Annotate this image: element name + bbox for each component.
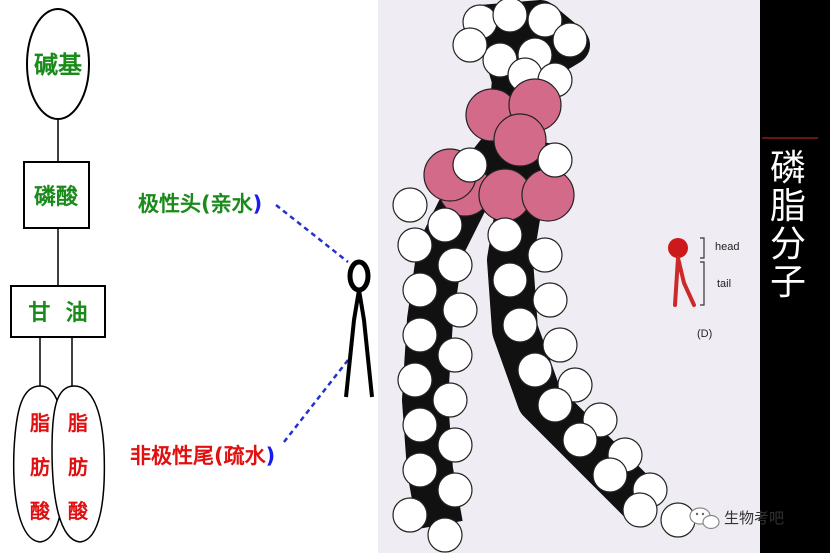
right-tail-atom-9 bbox=[537, 387, 573, 423]
phosphate-label: 磷酸 bbox=[34, 185, 79, 210]
inset-tail-label: tail bbox=[717, 278, 731, 290]
stick-figure-icon bbox=[344, 259, 374, 398]
side-title-bar bbox=[760, 0, 830, 553]
right-tail-atom-6 bbox=[542, 327, 578, 363]
side-title-char-3: 分 bbox=[770, 224, 806, 265]
fatty-acid-2-node bbox=[51, 385, 106, 543]
polar-head-label: 极性头(亲水) bbox=[138, 192, 262, 216]
left-tail-atom-2 bbox=[427, 207, 463, 243]
left-tail-atom-14 bbox=[437, 472, 473, 508]
left-tail-atom-7 bbox=[402, 317, 438, 353]
inset-caption: (D) bbox=[697, 328, 712, 340]
left-tail-atom-1 bbox=[392, 187, 428, 223]
base-node bbox=[26, 8, 90, 120]
left-tail-atom-13 bbox=[402, 452, 438, 488]
left-tail-atom-10 bbox=[432, 382, 468, 418]
inset-head-label: head bbox=[715, 241, 739, 253]
fatty-acid-1-char-2: 肪 bbox=[30, 455, 50, 479]
left-tail-atom-11 bbox=[402, 407, 438, 443]
fatty-acid-2-char-3: 酸 bbox=[68, 499, 89, 523]
left-tail-atom-6 bbox=[442, 292, 478, 328]
pink-atom-6 bbox=[521, 168, 575, 222]
pink-atom-3 bbox=[493, 113, 547, 167]
space-filling-model bbox=[392, 0, 696, 553]
right-tail-atom-1 bbox=[487, 217, 523, 253]
left-tail-atom-16 bbox=[427, 517, 463, 553]
side-title-char-2: 脂 bbox=[770, 186, 806, 227]
left-tail-atom-12 bbox=[437, 427, 473, 463]
left-tail-atom-9 bbox=[397, 362, 433, 398]
schematic-diagram: 碱基 磷酸 甘 油 脂 肪 酸 脂 肪 酸 bbox=[10, 8, 106, 543]
fatty-acid-2-char-2: 肪 bbox=[68, 455, 88, 479]
nonpolar-tail-label: 非极性尾(疏水) bbox=[130, 444, 275, 468]
left-tail-atom-3 bbox=[397, 227, 433, 263]
inset-figure: head tail (D) bbox=[668, 237, 739, 340]
base-label: 碱基 bbox=[34, 51, 83, 79]
fatty-acid-1-char-3: 酸 bbox=[30, 499, 51, 523]
right-tail-atom-15 bbox=[622, 492, 658, 528]
left-tail-atom-4 bbox=[437, 247, 473, 283]
head-atom-7 bbox=[452, 27, 488, 63]
link-atom-2 bbox=[537, 142, 573, 178]
tail-dashed-connector bbox=[283, 359, 349, 443]
watermark: 生物考吧 bbox=[689, 507, 784, 530]
fatty-acid-1-char-1: 脂 bbox=[30, 411, 50, 435]
right-tail-atom-4 bbox=[532, 282, 568, 318]
left-tail-atom-15 bbox=[392, 497, 428, 533]
inset-head bbox=[668, 238, 688, 258]
right-tail-atom-2 bbox=[527, 237, 563, 273]
head-atom-2 bbox=[492, 0, 528, 33]
side-title: 磷 脂 分 子 bbox=[770, 148, 806, 303]
inset-tail-icon bbox=[673, 256, 696, 307]
phosphate-node bbox=[23, 161, 90, 229]
right-tail-atom-7 bbox=[517, 352, 553, 388]
glycerol-node bbox=[10, 285, 106, 338]
fatty-acid-2-char-1: 脂 bbox=[68, 411, 88, 435]
watermark-text: 生物考吧 bbox=[724, 509, 784, 527]
head-atom-3 bbox=[527, 2, 563, 38]
left-tail-atom-5 bbox=[402, 272, 438, 308]
glycerol-label: 甘 油 bbox=[28, 301, 87, 326]
head-atom-4 bbox=[552, 22, 588, 58]
right-tail-atom-16 bbox=[660, 502, 696, 538]
left-tail-atom-8 bbox=[437, 337, 473, 373]
side-title-char-4: 子 bbox=[770, 262, 806, 303]
labels-group: 极性头(亲水) 非极性尾(疏水) bbox=[130, 192, 374, 468]
right-tail-atom-3 bbox=[492, 262, 528, 298]
link-atom-1 bbox=[452, 147, 488, 183]
right-tail-atom-13 bbox=[592, 457, 628, 493]
right-tail-atom-11 bbox=[562, 422, 598, 458]
wechat-icon bbox=[689, 507, 720, 530]
side-title-char-1: 磷 bbox=[770, 148, 806, 189]
head-dashed-connector bbox=[275, 204, 349, 263]
right-tail-atom-5 bbox=[502, 307, 538, 343]
